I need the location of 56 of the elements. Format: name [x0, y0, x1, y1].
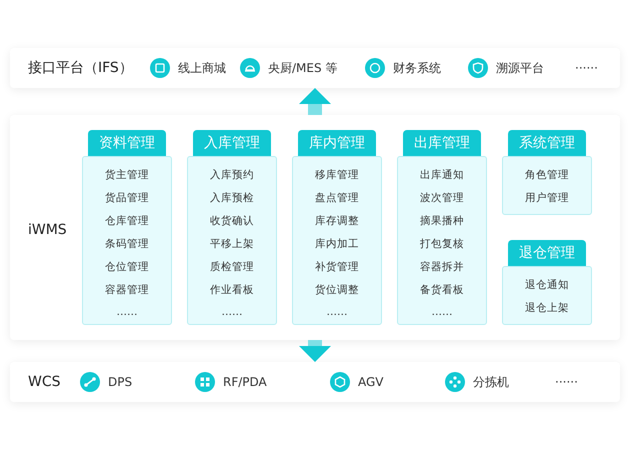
- module-heading: 退仓管理: [508, 240, 586, 266]
- flow-arrow: [299, 340, 331, 362]
- function-item: 仓位管理: [104, 260, 150, 274]
- system-name: 线上商城: [178, 60, 226, 76]
- function-item: 库存调整: [314, 214, 360, 228]
- module-heading: 库内管理: [298, 130, 376, 156]
- function-item: 移库管理: [314, 168, 360, 182]
- function-item: 质检管理: [209, 260, 255, 274]
- module-heading: 入库管理: [193, 130, 271, 156]
- module-heading: 资料管理: [88, 130, 166, 156]
- system-name: RF/PDA: [223, 375, 267, 389]
- function-item: 摘果播种: [419, 214, 465, 228]
- function-item: 用户管理: [524, 191, 570, 205]
- layer-title: 接口平台（IFS）: [28, 59, 133, 77]
- system-name: 央厨/MES 等: [268, 60, 338, 76]
- ellipsis: ······: [575, 61, 598, 75]
- system-name: 分拣机: [473, 374, 509, 390]
- function-item: 货位调整: [314, 283, 360, 297]
- layer-title: iWMS: [28, 222, 67, 238]
- function-item: ……: [116, 306, 138, 318]
- system-name: DPS: [108, 375, 132, 389]
- function-item: 收货确认: [209, 214, 255, 228]
- layer-band: [10, 362, 620, 402]
- function-item: 角色管理: [524, 168, 570, 182]
- function-item: ……: [430, 306, 454, 318]
- function-item: 出库通知: [419, 168, 465, 182]
- system-name: 溯源平台: [496, 60, 544, 76]
- function-item: 退仓上架: [524, 301, 570, 315]
- layer-title: WCS: [28, 374, 61, 390]
- ellipsis: ······: [555, 375, 578, 389]
- layer-band: [10, 115, 620, 340]
- function-item: 波次管理: [419, 191, 465, 205]
- function-item: 仓库管理: [104, 214, 150, 228]
- function-item: 容器拆并: [419, 260, 465, 274]
- function-item: 盘点管理: [314, 191, 360, 205]
- function-item: 入库预检: [209, 191, 255, 205]
- function-item: 打包复核: [419, 237, 465, 251]
- function-item: 货品管理: [104, 191, 150, 205]
- function-item: 作业看板: [209, 283, 255, 297]
- flow-arrow: [299, 88, 331, 115]
- function-item: ……: [326, 306, 348, 318]
- function-item: 平移上架: [209, 237, 255, 251]
- function-item: 补货管理: [314, 260, 360, 274]
- function-item: 容器管理: [104, 283, 150, 297]
- function-item: 退仓通知: [524, 278, 570, 292]
- function-item: ……: [220, 306, 244, 318]
- module-heading: 出库管理: [403, 130, 481, 156]
- function-item: 条码管理: [104, 237, 150, 251]
- function-item: 库内加工: [314, 237, 360, 251]
- function-item: 货主管理: [104, 168, 150, 182]
- function-item: 备货看板: [419, 283, 465, 297]
- system-name: AGV: [358, 375, 384, 389]
- module-heading: 系统管理: [508, 130, 586, 156]
- layer-band: [10, 48, 620, 88]
- system-name: 财务系统: [393, 60, 441, 76]
- function-item: 入库预约: [209, 168, 255, 182]
